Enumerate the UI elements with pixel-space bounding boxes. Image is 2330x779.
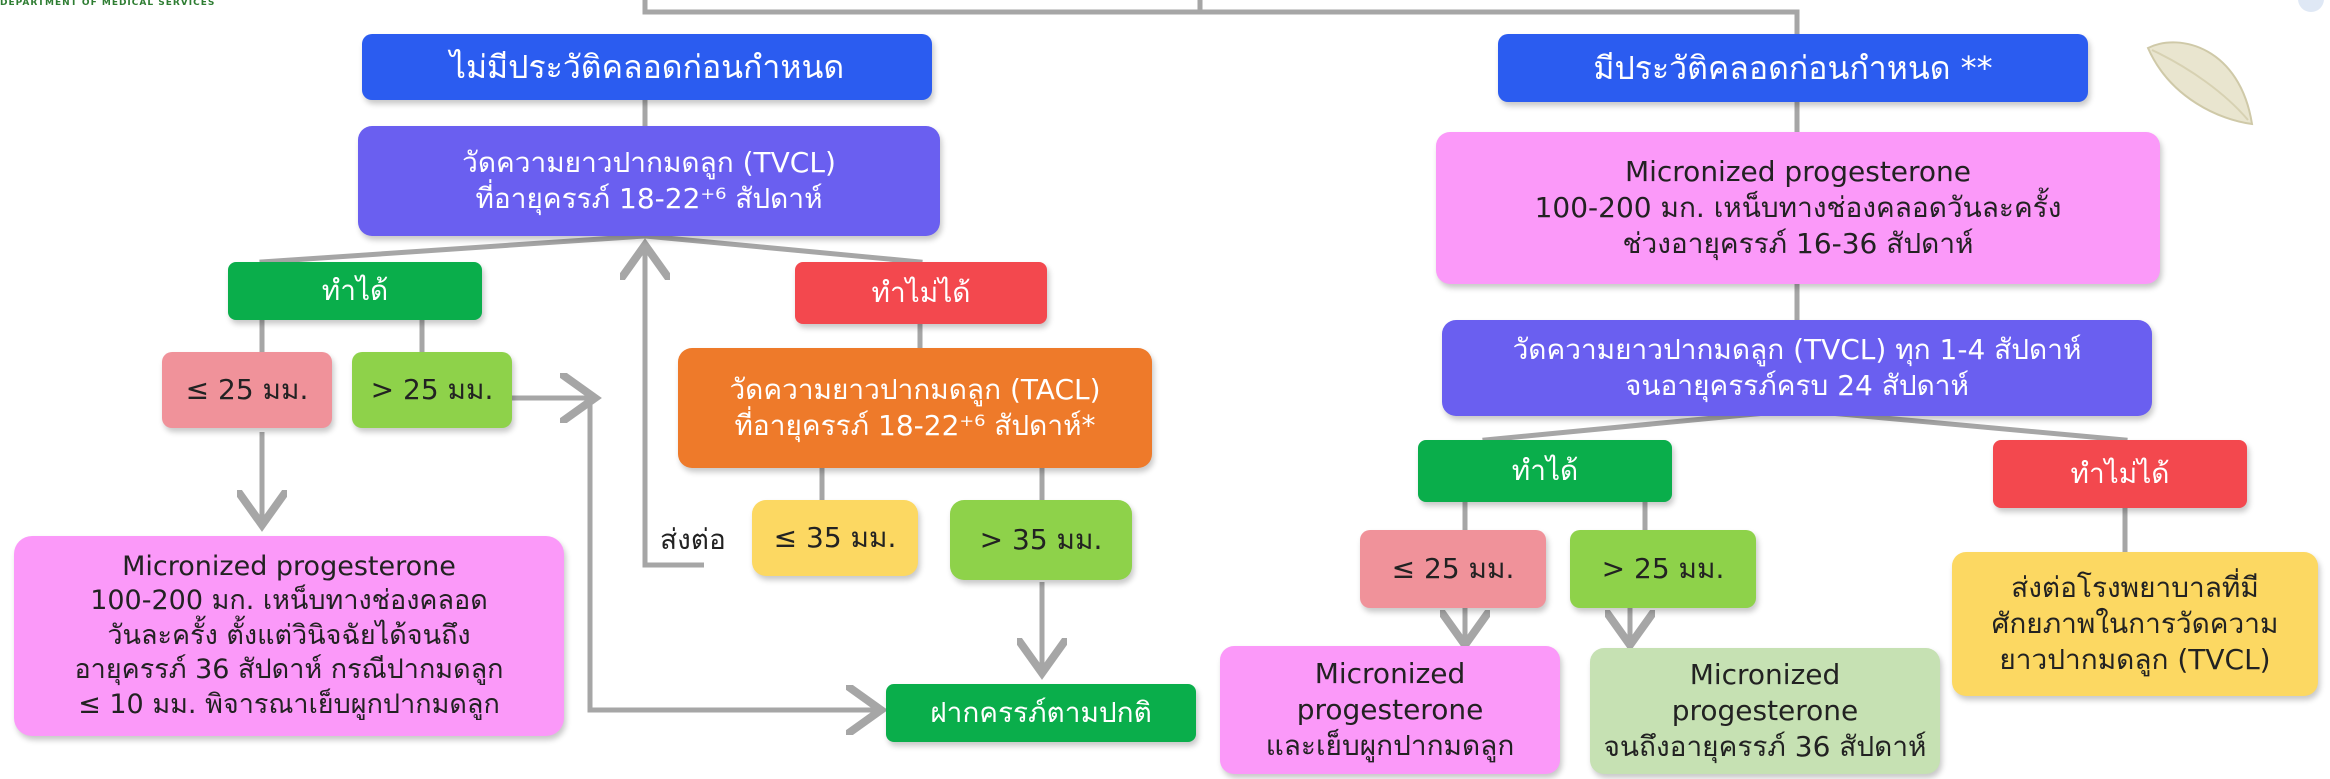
left-refer-label: ส่งต่อ xyxy=(660,523,726,556)
right-cannot-label: ทำไม่ได้ xyxy=(1993,440,2247,508)
left-split-can xyxy=(259,233,648,265)
right-result-gt25-box: Micronized progesterone จนถึงอายุครรภ์ 3… xyxy=(1590,648,1940,774)
left-treatment-box: Micronized progesterone 100-200 มก. เหน็… xyxy=(14,536,564,736)
right-result-le25-box: Micronized progesterone และเย็บผูกปากมดล… xyxy=(1220,646,1560,774)
left-measure-tvcl: วัดความยาวปากมดลูก (TVCL) ที่อายุครรภ์ 1… xyxy=(358,126,940,236)
right-can-label: ทำได้ xyxy=(1418,440,1672,502)
arrow-middle-to-normal xyxy=(587,402,876,710)
left-gt25-box: > 25 มม. xyxy=(352,352,512,428)
right-gt25-box: > 25 มม. xyxy=(1570,530,1756,608)
right-title-history: มีประวัติคลอดก่อนกำหนด ** xyxy=(1498,34,2088,102)
right-progesterone-box: Micronized progesterone 100-200 มก. เหน็… xyxy=(1436,132,2160,284)
left-cannot-label: ทำไม่ได้ xyxy=(795,262,1047,324)
left-normal-anc-box: ฝากครรภ์ตามปกติ xyxy=(886,684,1196,742)
right-measure-tvcl: วัดความยาวปากมดลูก (TVCL) ทุก 1-4 สัปดาห… xyxy=(1442,320,2152,416)
top-bracket xyxy=(642,0,1800,37)
left-title-no-history: ไม่มีประวัติคลอดก่อนกำหนด xyxy=(362,34,932,100)
left-le35-box: ≤ 35 มม. xyxy=(752,500,918,576)
left-can-label: ทำได้ xyxy=(228,262,482,320)
left-gt35-box: > 35 มม. xyxy=(950,500,1132,580)
department-logo: DEPARTMENT OF MEDICAL SERVICES xyxy=(0,0,216,8)
left-le25-box: ≤ 25 มม. xyxy=(162,352,332,428)
left-measure-tacl: วัดความยาวปากมดลูก (TACL) ที่อายุครรภ์ 1… xyxy=(678,348,1152,468)
leaf-decoration xyxy=(2146,41,2254,126)
right-le25-box: ≤ 25 มม. xyxy=(1360,530,1546,608)
arrow-refer-to-tvcl xyxy=(645,250,704,568)
left-split-cannot xyxy=(642,233,923,265)
corner-circle-icon xyxy=(2298,0,2324,12)
right-refer-hospital-box: ส่งต่อโรงพยาบาลที่มี ศักยภาพในการวัดความ… xyxy=(1952,552,2318,696)
